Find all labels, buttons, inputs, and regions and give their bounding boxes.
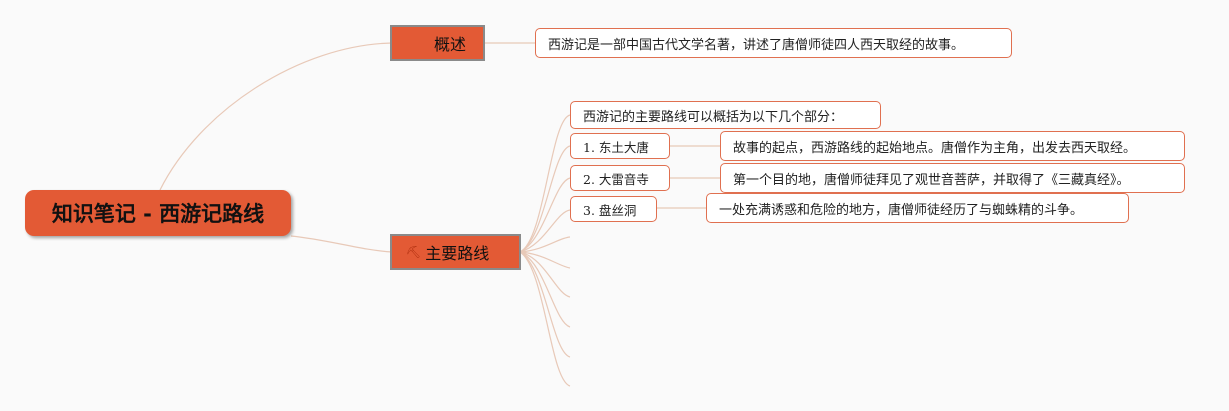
topic-main-route-label: 主要路线 <box>425 244 490 263</box>
pickaxe-icon: ⛏ <box>406 245 422 259</box>
topic-overview-label: 概述 <box>434 35 467 54</box>
root-title: 知识笔记 - 西游记路线 <box>51 202 265 226</box>
route-item-2[interactable]: 2. 大雷音寺 <box>570 165 670 191</box>
topic-main-route[interactable]: ⛏ 主要路线 <box>390 234 521 270</box>
overview-text[interactable]: 西游记是一部中国古代文学名著，讲述了唐僧师徒四人西天取经的故事。 <box>535 28 1012 58</box>
topic-overview[interactable]: 概述 <box>390 25 485 61</box>
route-item-3[interactable]: 3. 盘丝洞 <box>570 196 657 222</box>
route-item-3-desc[interactable]: 一处充满诱惑和危险的地方，唐僧师徒经历了与蜘蛛精的斗争。 <box>706 193 1129 223</box>
route-intro[interactable]: 西游记的主要路线可以概括为以下几个部分： <box>570 101 881 129</box>
route-item-2-desc[interactable]: 第一个目的地，唐僧师徒拜见了观世音菩萨，并取得了《三藏真经》。 <box>720 163 1185 193</box>
route-item-1-desc[interactable]: 故事的起点，西游路线的起始地点。唐僧作为主角，出发去西天取经。 <box>720 131 1185 161</box>
route-item-1[interactable]: 1. 东土大唐 <box>570 133 670 159</box>
root-topic[interactable]: 知识笔记 - 西游记路线 <box>25 190 291 236</box>
